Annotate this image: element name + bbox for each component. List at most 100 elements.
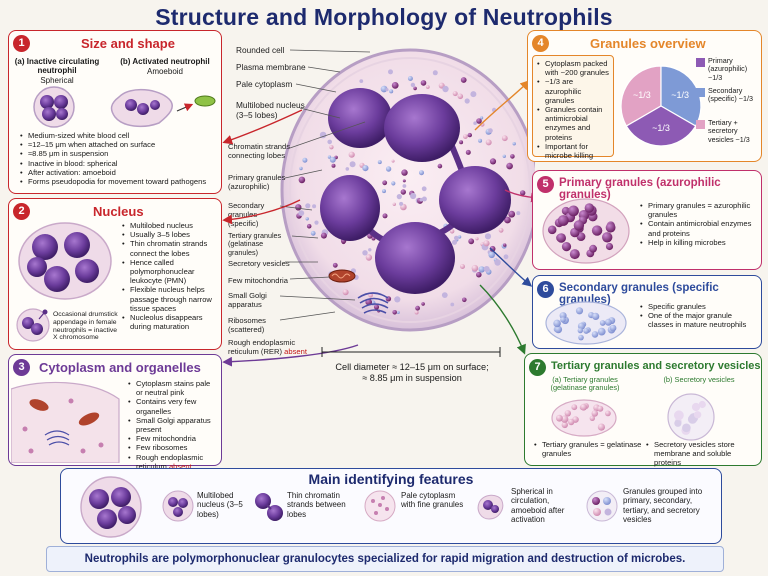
granule xyxy=(382,180,388,186)
granule xyxy=(389,89,394,94)
granule xyxy=(388,69,393,75)
granule xyxy=(359,79,364,83)
drumstick-cell-icon xyxy=(16,308,50,342)
pie-label: ~1/3 xyxy=(633,90,651,100)
legend-swatch-primary xyxy=(696,58,705,67)
granule xyxy=(556,414,563,422)
granule xyxy=(568,418,575,426)
secretory-vesicles-illustration xyxy=(667,393,715,441)
pie-slice xyxy=(660,65,702,127)
granule xyxy=(402,179,406,183)
granule xyxy=(459,140,464,145)
granule xyxy=(460,264,465,269)
feature-multilobed-icon xyxy=(162,490,194,522)
granule xyxy=(419,170,424,176)
granule xyxy=(488,128,493,133)
granule xyxy=(504,216,511,224)
granule xyxy=(506,162,513,170)
cytoplasm-illustration xyxy=(11,381,120,463)
size-shape-bullets: Medium-sized white blood cell≈12–15 μm w… xyxy=(19,131,219,186)
nucleus-illustration xyxy=(18,222,112,300)
granule xyxy=(498,227,504,233)
mitochondrion-icon xyxy=(328,269,356,283)
granule xyxy=(349,161,356,168)
granule xyxy=(385,166,392,172)
granule xyxy=(569,249,580,260)
granule xyxy=(450,302,455,307)
granule xyxy=(473,121,477,125)
panel-number: 2 xyxy=(13,203,30,220)
granule xyxy=(396,194,402,200)
granule xyxy=(401,169,408,176)
granule xyxy=(410,192,417,200)
granule xyxy=(557,215,569,226)
cell-shapes-illustration xyxy=(33,86,216,128)
panel-number: 6 xyxy=(537,281,554,298)
granule xyxy=(407,76,413,81)
feature-1: Multilobed nucleus (3–5 lobes) xyxy=(197,491,243,519)
granule xyxy=(314,220,319,225)
feature-4: Spherical in circulation, amoeboid after… xyxy=(511,487,565,525)
granule xyxy=(305,203,311,209)
granule xyxy=(385,88,389,92)
granule xyxy=(578,334,584,341)
granule xyxy=(489,245,496,252)
label-chromatin-strands: Chromatin strands connecting lobes xyxy=(228,142,291,160)
granule xyxy=(377,160,382,165)
activated-label: (b) Activated neutrophil xyxy=(120,57,210,66)
granules-pie-chart: ~1/3~1/3~1/3 xyxy=(620,65,702,147)
label-rer: Rough endoplasmic reticulum (RER) absent xyxy=(228,338,307,356)
granule xyxy=(391,181,396,186)
feature-amoeboid-icon xyxy=(477,494,504,520)
granule xyxy=(432,70,438,76)
panel-title: Nucleus xyxy=(93,204,144,219)
granule xyxy=(462,297,467,303)
legend-swatch-secondary xyxy=(696,88,705,97)
granule xyxy=(394,296,401,303)
granule xyxy=(421,302,425,306)
granule xyxy=(449,229,455,234)
pie-slice xyxy=(625,105,697,147)
secretory-sublabel: (b) Secretory vesicles xyxy=(663,375,735,384)
granule xyxy=(591,331,599,338)
panel-title: Cytoplasm and organelles xyxy=(39,360,201,375)
panel-size-and-shape: 1 Size and shape (a) Inactive circulatin… xyxy=(8,30,222,194)
granule xyxy=(554,325,563,334)
granule xyxy=(327,155,332,159)
legend-tertiary: Tertiary + secretory vesicles ~1/3 xyxy=(708,118,750,144)
pie-legend: Primary (azurophilic) ~1/3 Secondary (sp… xyxy=(696,56,760,151)
granule xyxy=(348,151,355,158)
bacterium-icon xyxy=(194,95,216,107)
granule xyxy=(382,189,386,194)
granule xyxy=(561,421,568,429)
nucleus-lobe xyxy=(375,222,455,294)
secondary-granules-illustration xyxy=(545,301,627,345)
granule xyxy=(454,235,459,241)
nucleus-lobes xyxy=(320,88,511,294)
granule xyxy=(520,190,526,196)
granule xyxy=(503,243,507,247)
granule xyxy=(392,202,396,206)
label-secretory-vesicles: Secretory vesicles xyxy=(228,259,290,268)
activated-sublabel: Amoeboid xyxy=(146,67,184,76)
granules-overview-bullets: Cytoplasm packed with ~200 granules~1/3 … xyxy=(532,55,614,160)
feature-2: Thin chromatin strands between lobes xyxy=(287,491,346,519)
panel-tertiary-granules: 7 Tertiary granules and secretory vesicl… xyxy=(524,353,762,467)
granule xyxy=(299,166,303,171)
granule xyxy=(400,189,406,195)
feature-pale-cytoplasm-icon xyxy=(364,490,396,522)
granule xyxy=(597,327,606,336)
granule xyxy=(421,196,427,202)
granule xyxy=(396,311,400,314)
granule xyxy=(421,186,427,192)
granule xyxy=(605,222,616,233)
label-few-mitochondria: Few mitochondria xyxy=(228,276,288,285)
granule xyxy=(501,135,508,142)
nucleus-lobe xyxy=(439,166,511,234)
granule xyxy=(331,163,336,168)
granule xyxy=(674,419,682,427)
granule xyxy=(589,415,595,421)
label-plasma-membrane: Plasma membrane xyxy=(236,62,306,72)
granule xyxy=(577,327,583,334)
granule xyxy=(298,176,306,184)
